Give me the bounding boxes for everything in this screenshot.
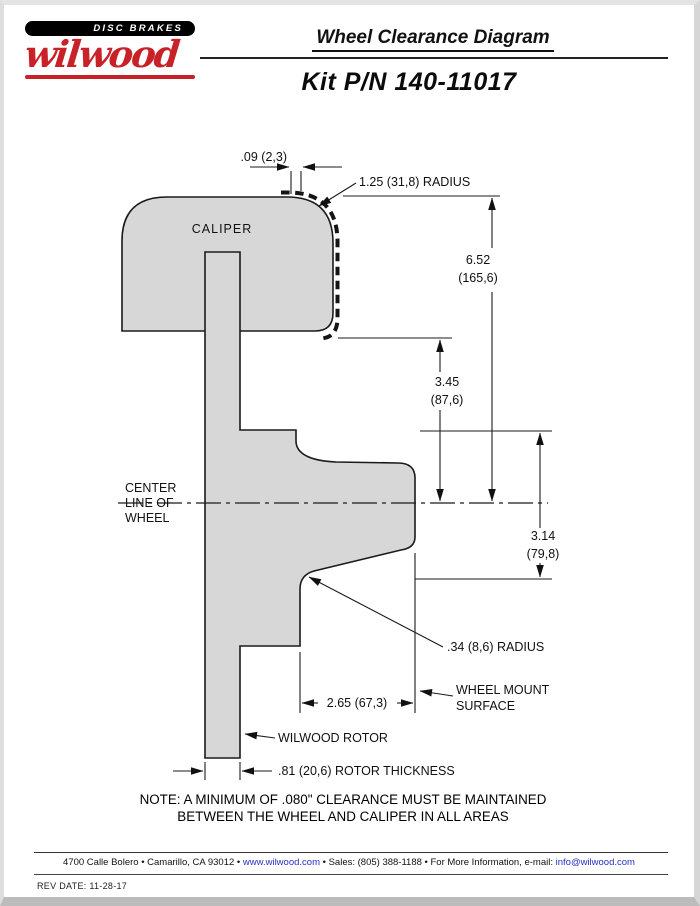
footer-sales-info: • Sales: (805) 388-1188 • For More Infor… xyxy=(322,857,553,868)
header-divider xyxy=(200,57,668,59)
center-line-label-1: CENTER xyxy=(125,481,176,495)
leader-line xyxy=(318,182,357,207)
caliper-label: CALIPER xyxy=(192,222,253,236)
center-line-label-3: WHEEL xyxy=(125,511,170,525)
footer-website-link: www.wilwood.com xyxy=(242,857,320,868)
dim-caliper-height-in: 6.52 xyxy=(466,253,490,267)
footer-email-link: info@wilwood.com xyxy=(555,857,635,868)
kit-part-number-text: Kit P/N 140-11017 xyxy=(301,68,517,96)
disc-brakes-banner: DISC BRAKES xyxy=(25,21,195,36)
dim-caliper-radius-label: 1.25 (31,8) RADIUS xyxy=(359,175,470,189)
footer-contact-line: 4700 Calle Bolero • Camarillo, CA 93012 … xyxy=(4,857,694,868)
rev-date: REV DATE: 11-28-17 xyxy=(37,881,128,891)
leader-line xyxy=(308,576,444,648)
dim-fillet-radius-label: .34 (8,6) RADIUS xyxy=(447,640,544,654)
leader-line xyxy=(419,689,454,697)
dim-caliper-to-centerline-mm: (87,6) xyxy=(431,393,464,407)
dim-caliper-to-centerline-in: 3.45 xyxy=(435,375,459,389)
rotor-hat-section-shape xyxy=(204,251,416,759)
dim-rotor-thickness-label: .81 (20,6) ROTOR THICKNESS xyxy=(278,764,455,778)
kit-part-number: Kit P/N 140-11017 xyxy=(144,68,674,97)
note-line-2: BETWEEN THE WHEEL AND CALIPER IN ALL ARE… xyxy=(177,809,508,824)
dim-mount-offset-label: 2.65 (67,3) xyxy=(327,696,387,710)
center-line-label-2: LINE OF xyxy=(125,496,174,510)
footer-divider-top xyxy=(34,852,668,853)
wheel-mount-label-1: WHEEL MOUNT xyxy=(456,683,550,697)
logo-underline xyxy=(25,75,195,79)
wheel-mount-label-2: SURFACE xyxy=(456,699,515,713)
clearance-envelope-dashed-line xyxy=(281,190,340,341)
footer-address: 4700 Calle Bolero • Camarillo, CA 93012 … xyxy=(63,857,241,868)
dimension-lines xyxy=(173,163,552,780)
leader-line xyxy=(244,731,276,740)
rotor-label: WILWOOD ROTOR xyxy=(278,731,388,745)
note-line-1: NOTE: A MINIMUM OF .080" CLEARANCE MUST … xyxy=(140,792,547,807)
wheel-clearance-drawing: CALIPER .09 (2,3) 1.25 (31,8) RADIUS 6.5… xyxy=(118,150,559,824)
dim-caliper-height-mm: (165,6) xyxy=(458,271,498,285)
wilwood-logo: DISC BRAKES wilwood xyxy=(23,21,195,79)
dim-centerline-to-flange-in: 3.14 xyxy=(531,529,555,543)
document-title: Wheel Clearance Diagram xyxy=(200,27,666,52)
dim-centerline-to-flange-mm: (79,8) xyxy=(527,547,560,561)
disc-brakes-text: DISC BRAKES xyxy=(93,23,183,34)
clearance-note: NOTE: A MINIMUM OF .080" CLEARANCE MUST … xyxy=(140,792,547,824)
document-title-text: Wheel Clearance Diagram xyxy=(312,27,554,52)
dim-gap-label: .09 (2,3) xyxy=(240,150,287,164)
footer-divider-bottom xyxy=(34,874,668,875)
diagram-labels: CALIPER .09 (2,3) 1.25 (31,8) RADIUS 6.5… xyxy=(125,150,559,778)
